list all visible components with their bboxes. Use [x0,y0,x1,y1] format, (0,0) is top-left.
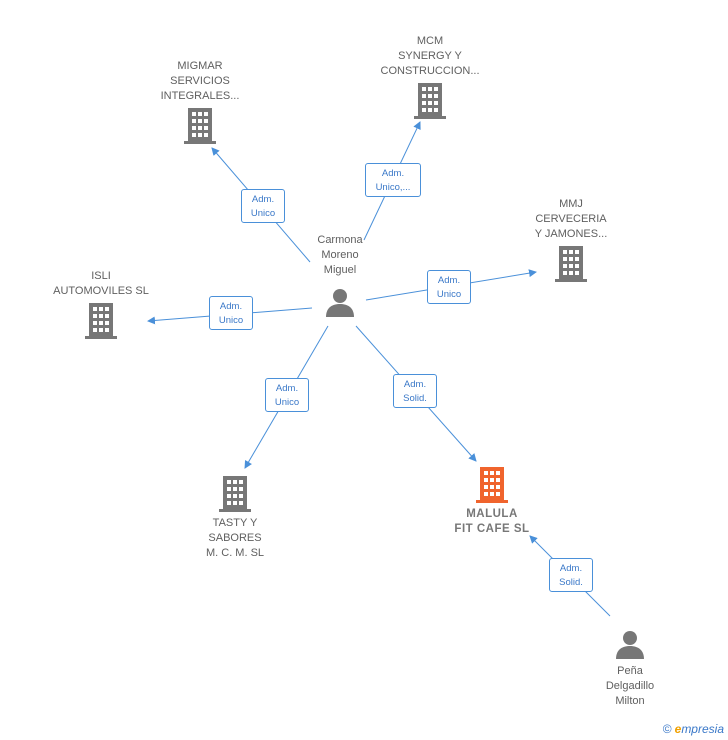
node-label-mcm: MCM SYNERGY Y CONSTRUCCION... [380,35,480,77]
node-mcm[interactable]: MCM SYNERGY Y CONSTRUCCION... [365,34,495,119]
node-label-pena: Peña Delgadillo Milton [605,665,655,707]
edge-label-mmj: Adm. Unico [427,270,471,304]
node-mmj[interactable]: MMJ CERVECERIA Y JAMONES... [516,197,626,282]
edge-label-isli: Adm. Unico [209,296,253,330]
node-malula[interactable]: MALULA FIT CAFE SL [436,467,548,537]
edge-label-pena: Adm. Solid. [549,558,593,592]
node-pena[interactable]: Peña Delgadillo Milton [584,630,676,709]
edge-label-mcm: Adm. Unico,... [365,163,421,197]
node-tasty[interactable]: TASTY Y SABORES M. C. M. SL [180,476,290,561]
node-label-migmar: MIGMAR SERVICIOS INTEGRALES... [160,60,240,102]
building-icon [555,246,587,282]
copyright-icon: © [662,722,672,736]
node-label-malula: MALULA FIT CAFE SL [454,508,530,535]
edge-label-malula: Adm. Solid. [393,374,437,408]
node-label-center: Carmona Moreno Miguel [317,234,363,276]
brand-name: mpresia [681,722,724,736]
node-migmar[interactable]: MIGMAR SERVICIOS INTEGRALES... [140,59,260,144]
building-icon [476,467,508,503]
building-icon [414,83,446,119]
node-label-isli: ISLI AUTOMOVILES SL [53,270,149,297]
node-label-tasty: TASTY Y SABORES M. C. M. SL [205,517,265,559]
edge-label-migmar: Adm. Unico [241,189,285,223]
node-isli[interactable]: ISLI AUTOMOVILES SL [40,269,162,339]
building-icon [219,476,251,512]
building-icon [85,303,117,339]
person-icon [326,289,354,317]
node-label-mmj: MMJ CERVECERIA Y JAMONES... [534,198,608,240]
node-center[interactable]: Carmona Moreno Miguel [298,233,382,318]
person-icon [616,631,644,659]
edge-label-tasty: Adm. Unico [265,378,309,412]
building-icon [184,108,216,144]
brand-initial: e [674,722,682,736]
brand-watermark: ©empresia [663,722,724,736]
